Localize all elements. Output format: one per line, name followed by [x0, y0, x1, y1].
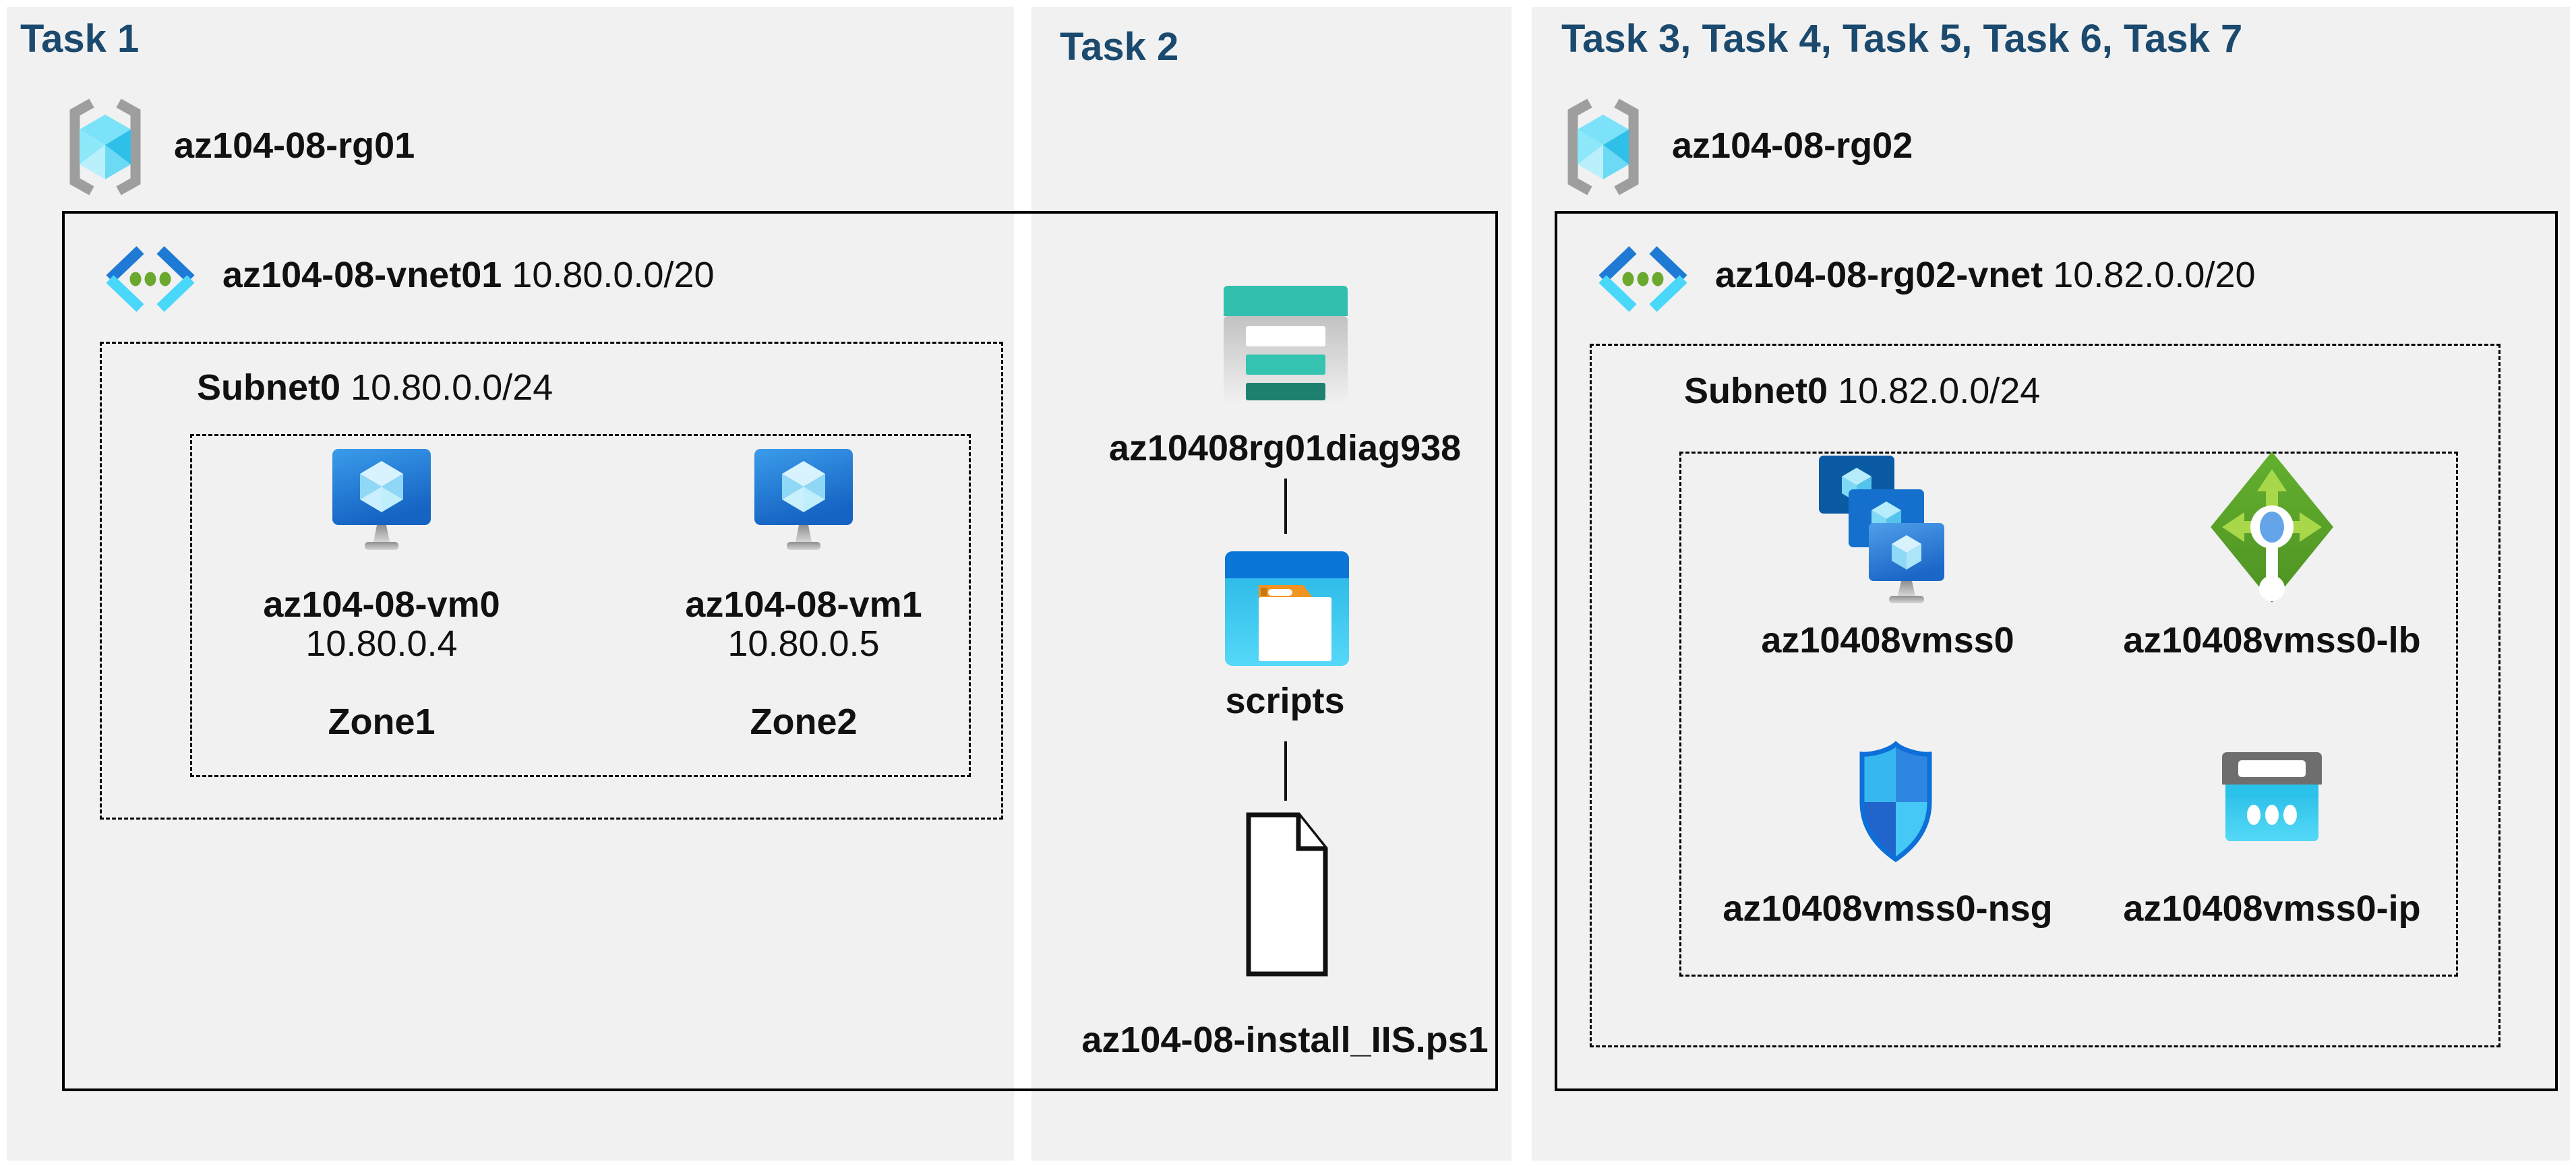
- subnet0-box-task3: [1590, 344, 2500, 1047]
- vnet01-cidr: 10.80.0.0/20: [512, 255, 715, 295]
- vnet02-name: az104-08-rg02-vnet: [1715, 255, 2043, 295]
- vmss-resources-box: [1679, 452, 2458, 977]
- vm1-name: az104-08-vm1: [685, 584, 922, 625]
- file-icon: [1246, 812, 1328, 977]
- task2-title: Task 2: [1060, 25, 1179, 69]
- connector-line: [1284, 479, 1287, 534]
- vnet01-name: az104-08-vnet01: [222, 255, 502, 295]
- zones-box: [190, 434, 971, 777]
- virtual-network-icon: [1598, 246, 1687, 312]
- task1-title: Task 1: [20, 17, 140, 61]
- virtual-network-icon: [106, 246, 195, 312]
- task3-title: Task 3, Task 4, Task 5, Task 6, Task 7: [1561, 17, 2243, 61]
- subnet0-box-task1: [100, 342, 1003, 820]
- subnet0-name: Subnet0: [1684, 371, 1828, 411]
- connector-line: [1284, 741, 1287, 801]
- subnet0-name: Subnet0: [197, 367, 341, 408]
- scripts-label: scripts: [1225, 681, 1345, 721]
- vnet01-box: [62, 211, 1498, 1091]
- resource-group-icon: [69, 98, 141, 195]
- vm1-zone: Zone2: [750, 702, 858, 742]
- task1-panel: [7, 7, 1014, 1161]
- public-ip-icon: [2222, 752, 2322, 841]
- network-security-group-icon: [1859, 741, 1932, 863]
- load-balancer-icon: [2211, 452, 2333, 603]
- storage-label: az10408rg01diag938: [1108, 428, 1462, 468]
- subnet0-cidr: 10.82.0.0/24: [1838, 371, 2041, 411]
- vm0-ip: 10.80.0.4: [305, 623, 458, 664]
- vm1-ip: 10.80.0.5: [727, 623, 880, 664]
- subnet0-label-task3: Subnet0 10.82.0.0/24: [1684, 369, 2040, 412]
- task3-panel: [1532, 7, 2570, 1161]
- virtual-machine-icon: [332, 449, 431, 550]
- vnet02-label: az104-08-rg02-vnet 10.82.0.0/20: [1715, 253, 2256, 297]
- virtual-machine-icon: [754, 449, 853, 550]
- storage-account-icon: [1224, 286, 1348, 406]
- rg02-label: az104-08-rg02: [1672, 125, 1913, 166]
- vm-scale-set-icon: [1819, 456, 1944, 603]
- lb-label: az10408vmss0-lb: [2123, 620, 2421, 661]
- vnet02-cidr: 10.82.0.0/20: [2053, 255, 2256, 295]
- vm0-name: az104-08-vm0: [263, 584, 500, 625]
- public-ip-label: az10408vmss0-ip: [2123, 888, 2421, 929]
- rg01-label: az104-08-rg01: [174, 125, 415, 166]
- vnet01-label: az104-08-vnet01 10.80.0.0/20: [222, 253, 715, 297]
- resource-group-icon: [1567, 98, 1639, 195]
- vmss-label: az10408vmss0: [1761, 620, 2014, 661]
- subnet0-cidr: 10.80.0.0/24: [351, 367, 553, 408]
- subnet0-label-task1: Subnet0 10.80.0.0/24: [197, 366, 553, 409]
- vnet02-box: [1555, 211, 2558, 1091]
- nsg-label: az10408vmss0-nsg: [1723, 888, 2053, 929]
- vm0-zone: Zone1: [328, 702, 436, 742]
- folder-icon: [1225, 551, 1349, 666]
- ps1-label: az104-08-install_IIS.ps1: [1081, 1020, 1489, 1060]
